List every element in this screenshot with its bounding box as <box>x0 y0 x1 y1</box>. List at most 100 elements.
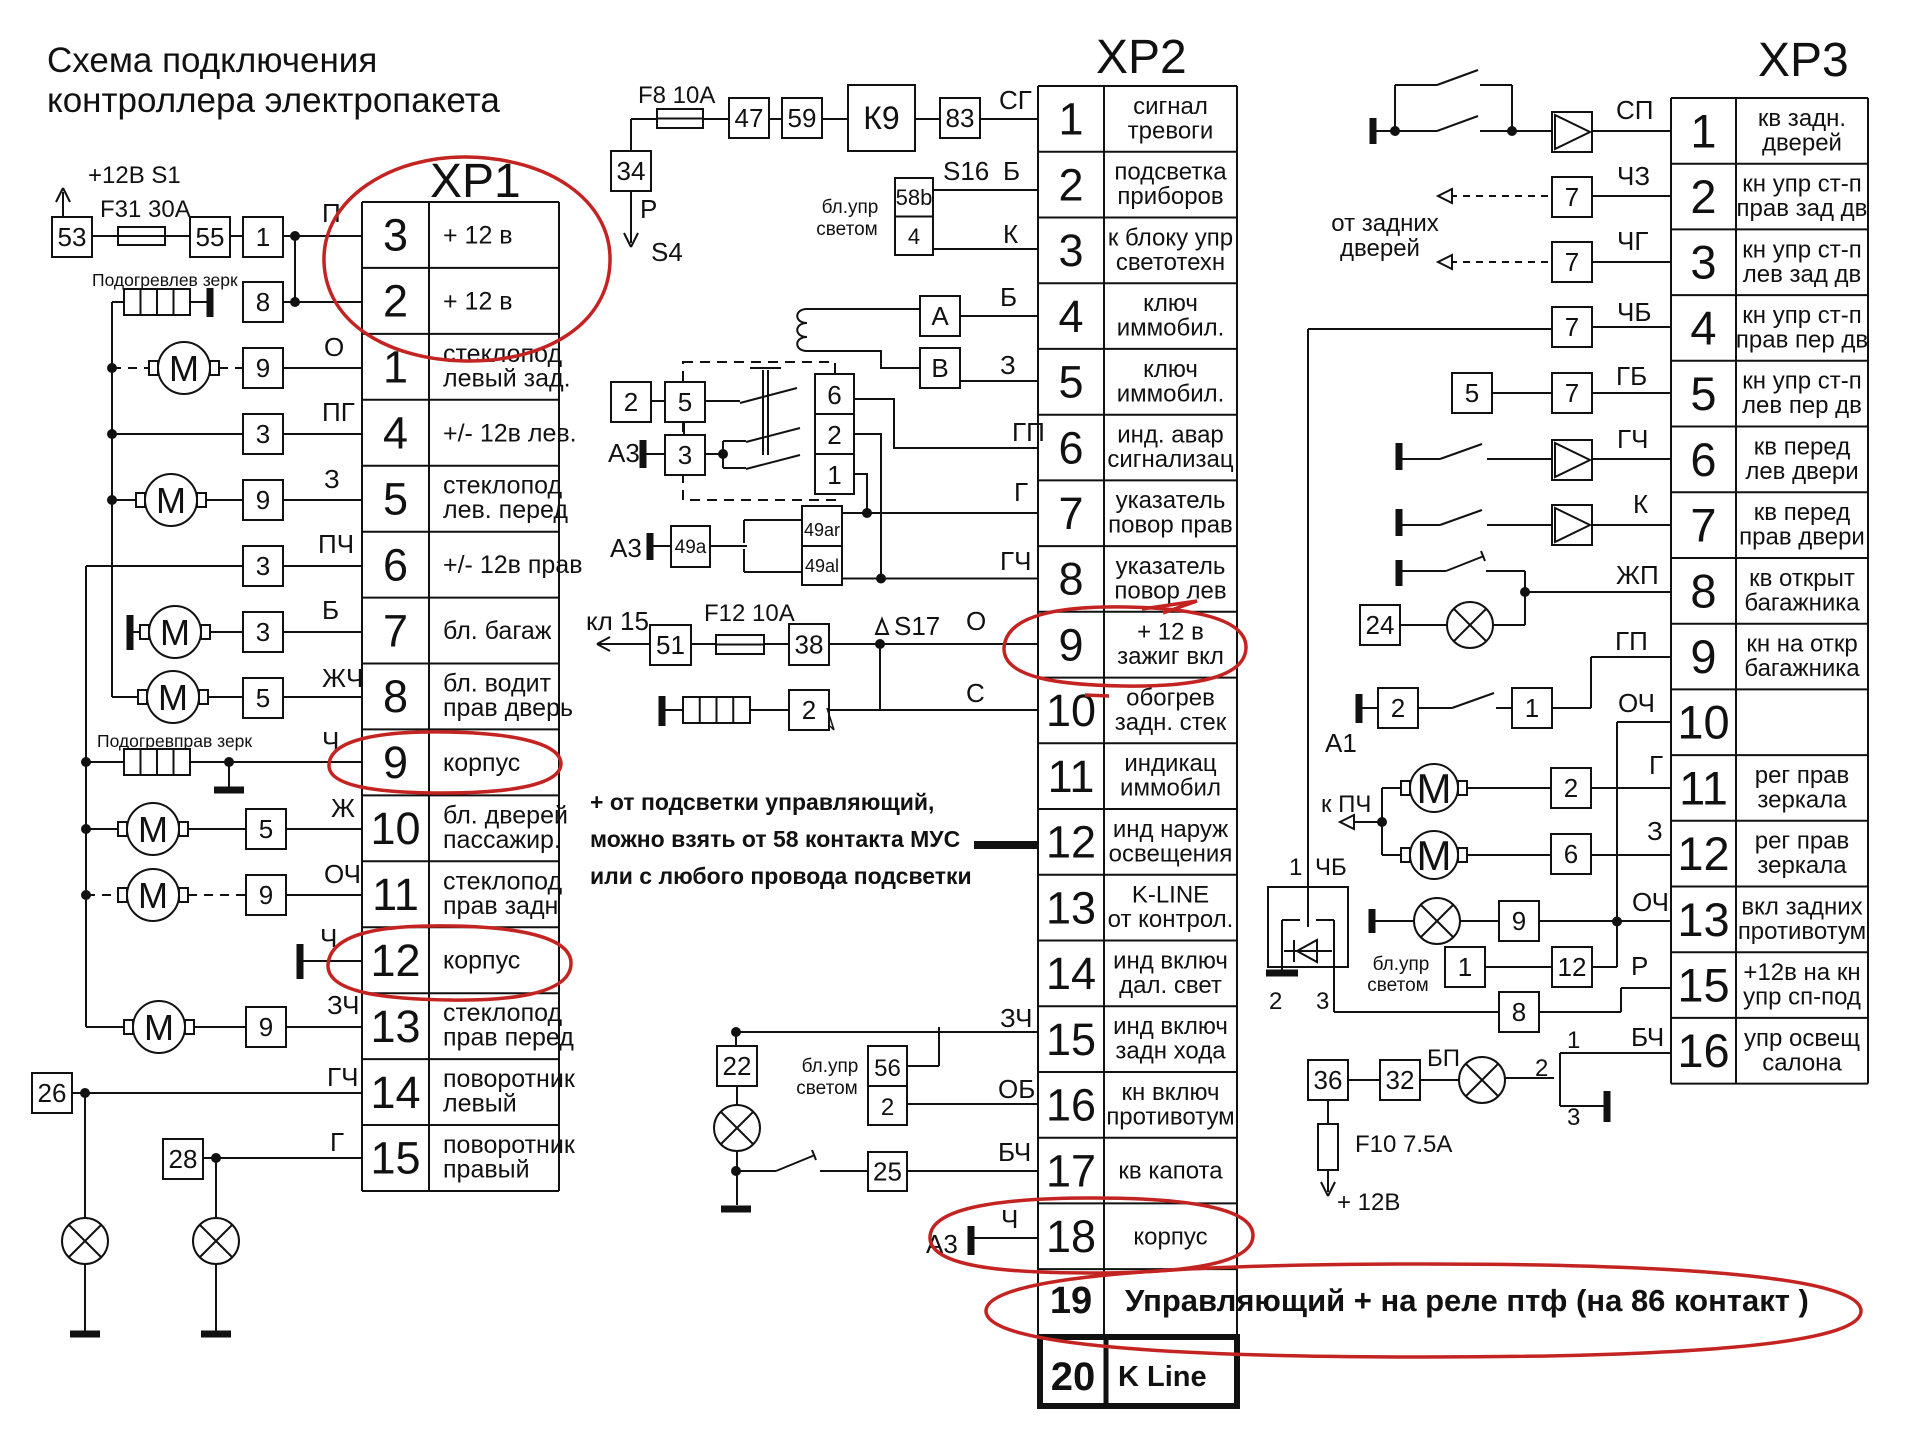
svg-text:6: 6 <box>827 380 841 410</box>
svg-text:С: С <box>966 678 985 708</box>
svg-text:БП: БП <box>1427 1045 1460 1072</box>
svg-text:М: М <box>138 875 168 916</box>
svg-text:кл 15: кл 15 <box>586 606 649 636</box>
svg-text:повор прав: повор прав <box>1108 512 1233 539</box>
svg-text:8: 8 <box>1058 554 1083 605</box>
svg-text:индикац: индикац <box>1124 750 1216 777</box>
svg-text:бл.упр: бл.упр <box>802 1056 859 1077</box>
svg-text:Г: Г <box>1014 477 1028 507</box>
svg-text:36: 36 <box>1314 1065 1343 1095</box>
svg-text:кв перед: кв перед <box>1754 433 1850 460</box>
svg-text:+/- 12в прав: +/- 12в прав <box>443 551 582 579</box>
svg-text:6: 6 <box>1058 422 1083 473</box>
svg-text:5: 5 <box>1465 378 1479 408</box>
svg-text:иммобил.: иммобил. <box>1117 380 1225 407</box>
svg-text:иммобил: иммобил <box>1120 775 1221 802</box>
svg-text:ключ: ключ <box>1143 290 1198 317</box>
svg-text:Ч: Ч <box>1001 1204 1018 1234</box>
svg-text:ГП: ГП <box>1615 626 1648 656</box>
svg-text:1: 1 <box>1058 94 1083 145</box>
svg-text:задн. стек: задн. стек <box>1115 709 1227 736</box>
svg-text:А1: А1 <box>1325 728 1357 758</box>
svg-text:7: 7 <box>1058 488 1083 539</box>
svg-text:3: 3 <box>1567 1104 1580 1131</box>
svg-text:1: 1 <box>827 460 841 490</box>
svg-text:ЖП: ЖП <box>1616 560 1659 590</box>
svg-text:11: 11 <box>1048 751 1095 802</box>
svg-text:38: 38 <box>795 629 824 659</box>
svg-text:контроллера электропакета: контроллера электропакета <box>47 81 500 120</box>
svg-text:15: 15 <box>1046 1014 1096 1065</box>
svg-text:дверей: дверей <box>1340 235 1420 262</box>
svg-text:K-LINE: K-LINE <box>1132 882 1209 909</box>
svg-text:поворотник: поворотник <box>443 1065 576 1093</box>
svg-text:12: 12 <box>1677 827 1729 880</box>
svg-text:Р: Р <box>1631 951 1648 981</box>
svg-text:светом: светом <box>796 1078 857 1099</box>
svg-text:зеркала: зеркала <box>1757 852 1847 879</box>
svg-text:7: 7 <box>1565 182 1579 212</box>
svg-text:А3: А3 <box>610 533 642 563</box>
svg-text:правый: правый <box>443 1156 530 1184</box>
svg-text:противотум: противотум <box>1106 1103 1234 1130</box>
svg-text:ХР3: ХР3 <box>1758 34 1849 87</box>
svg-text:сигнализац: сигнализац <box>1107 446 1234 473</box>
svg-text:S17: S17 <box>894 611 940 641</box>
svg-text:К: К <box>1003 219 1018 249</box>
svg-text:ОЧ: ОЧ <box>324 859 361 889</box>
svg-text:S16: S16 <box>943 156 989 186</box>
svg-text:ГЧ: ГЧ <box>1617 424 1648 454</box>
svg-text:А: А <box>931 301 949 331</box>
svg-text:24: 24 <box>1366 610 1395 640</box>
svg-text:28: 28 <box>169 1144 198 1174</box>
svg-text:прав задн: прав задн <box>443 892 558 920</box>
svg-text:+ 12 в: + 12 в <box>443 287 513 315</box>
svg-text:58b: 58b <box>896 185 933 210</box>
svg-text:рег прав: рег прав <box>1755 762 1850 789</box>
svg-text:Ч: Ч <box>322 726 339 756</box>
svg-text:8: 8 <box>1512 997 1526 1027</box>
svg-text:10: 10 <box>1046 685 1096 736</box>
svg-text:З: З <box>324 464 340 494</box>
svg-text:от задних: от задних <box>1331 210 1439 237</box>
svg-text:Г: Г <box>1649 750 1663 780</box>
svg-text:Схема подключения: Схема подключения <box>47 41 377 80</box>
svg-text:49ar: 49ar <box>804 520 840 540</box>
svg-text:47: 47 <box>735 103 764 133</box>
svg-text:багажника: багажника <box>1744 589 1860 616</box>
svg-text:K Line: K Line <box>1118 1361 1207 1393</box>
svg-text:7: 7 <box>1565 247 1579 277</box>
svg-text:инд наруж: инд наруж <box>1113 816 1228 843</box>
svg-text:F31 30А: F31 30А <box>100 196 191 223</box>
svg-text:26: 26 <box>38 1078 67 1108</box>
svg-text:освещения: освещения <box>1109 840 1233 867</box>
svg-text:9: 9 <box>1690 630 1716 683</box>
svg-text:+ 12 в: + 12 в <box>1137 619 1204 646</box>
svg-text:можно взять от 58 контакта МУС: можно взять от 58 контакта МУС <box>590 826 960 852</box>
svg-text:ЗЧ: ЗЧ <box>1000 1003 1032 1033</box>
svg-text:2: 2 <box>1391 693 1405 723</box>
svg-text:М: М <box>169 348 199 389</box>
svg-text:СП: СП <box>1616 95 1653 125</box>
svg-text:к ПЧ: к ПЧ <box>1321 791 1371 818</box>
svg-text:12: 12 <box>1046 817 1096 868</box>
svg-text:9: 9 <box>1512 906 1526 936</box>
svg-text:2: 2 <box>1058 159 1083 210</box>
svg-text:ГЧ: ГЧ <box>327 1062 358 1092</box>
svg-text:З: З <box>1000 350 1016 380</box>
svg-text:5: 5 <box>1058 357 1083 408</box>
svg-text:ХР1: ХР1 <box>430 155 521 208</box>
svg-text:багажника: багажника <box>1744 655 1860 682</box>
svg-text:О: О <box>324 332 344 362</box>
svg-text:17: 17 <box>1046 1145 1096 1196</box>
svg-text:от контрол.: от контрол. <box>1108 906 1234 933</box>
svg-text:стеклопод: стеклопод <box>443 472 562 500</box>
svg-text:В: В <box>931 353 948 383</box>
svg-text:лев пер дв: лев пер дв <box>1742 392 1862 419</box>
svg-text:2: 2 <box>1564 773 1578 803</box>
svg-text:Б: Б <box>1000 282 1017 312</box>
svg-text:32: 32 <box>1386 1065 1415 1095</box>
svg-text:М: М <box>156 480 186 521</box>
svg-text:1: 1 <box>1567 1027 1580 1054</box>
svg-text:3: 3 <box>678 440 692 470</box>
